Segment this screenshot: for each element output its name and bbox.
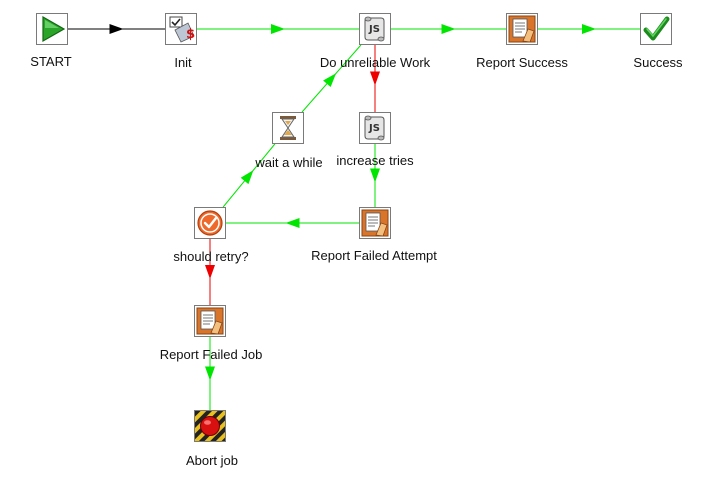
write-to-log-icon (361, 209, 389, 237)
hop-retry-to-wait[interactable] (222, 143, 276, 208)
hop-work-to-tries[interactable] (370, 45, 380, 112)
hop-report_success-to-success[interactable] (538, 24, 640, 34)
step-report-failed-job[interactable] (194, 305, 226, 337)
step-label: increase tries (336, 153, 414, 168)
hop-arrowhead (109, 24, 124, 34)
step-label: Report Failed Job (159, 347, 263, 362)
step-report-failed-attempt[interactable] (359, 207, 391, 239)
hop-arrowhead (271, 24, 285, 34)
hop-arrowhead (370, 168, 380, 183)
step-work[interactable]: JS (359, 13, 391, 45)
hop-report_attempt-to-retry[interactable] (226, 218, 359, 228)
step-abort-job[interactable] (194, 410, 226, 442)
javascript-scroll-icon: JS (364, 16, 385, 42)
hop-arrowhead (285, 218, 300, 228)
step-success[interactable] (640, 13, 672, 45)
svg-text:JS: JS (368, 24, 380, 35)
evaluate-check-icon (197, 210, 223, 236)
hop-start-to-init[interactable] (68, 24, 165, 34)
hop-retry-to-report_job[interactable] (205, 239, 215, 305)
step-should-retry[interactable] (194, 207, 226, 239)
hop-arrowhead (370, 71, 380, 86)
hop-arrowhead (441, 24, 456, 34)
hop-arrowhead (205, 366, 215, 381)
step-label: wait a while (255, 155, 323, 170)
svg-text:$: $ (186, 27, 195, 42)
hop-report_job-to-abort[interactable] (205, 337, 215, 410)
javascript-scroll-icon: JS (364, 115, 385, 141)
hop-wait-to-work[interactable] (301, 44, 362, 113)
hop-arrowhead (582, 24, 596, 34)
step-label: Report Failed Attempt (311, 248, 437, 263)
hop-arrowhead (240, 170, 254, 185)
hop-tries-to-report_attempt[interactable] (370, 144, 380, 207)
step-init[interactable]: $ (165, 13, 197, 45)
svg-text:JS: JS (368, 123, 380, 134)
step-label: Success (633, 55, 683, 70)
step-wait[interactable] (272, 112, 304, 144)
step-label: Init (174, 55, 192, 70)
hourglass-icon (280, 116, 296, 140)
hop-work-to-report_success[interactable] (391, 24, 506, 34)
hop-arrowhead (323, 73, 337, 88)
start-play-icon (42, 15, 66, 43)
step-label: Do unreliable Work (319, 55, 431, 70)
hop-init-to-work[interactable] (197, 24, 359, 34)
hop-arrowhead (205, 265, 215, 279)
write-to-log-icon (508, 15, 536, 43)
step-label: START (30, 54, 72, 69)
step-increase-tries[interactable]: JS (359, 112, 391, 144)
step-label: Abort job (185, 453, 239, 468)
step-report-success[interactable] (506, 13, 538, 45)
write-to-log-icon (196, 307, 224, 335)
set-variables-icon: $ (169, 16, 195, 43)
abort-stop-icon (195, 411, 225, 441)
step-label: Report Success (476, 55, 568, 70)
success-check-icon (643, 16, 670, 41)
step-start[interactable] (36, 13, 68, 45)
step-label: should retry? (173, 249, 249, 264)
